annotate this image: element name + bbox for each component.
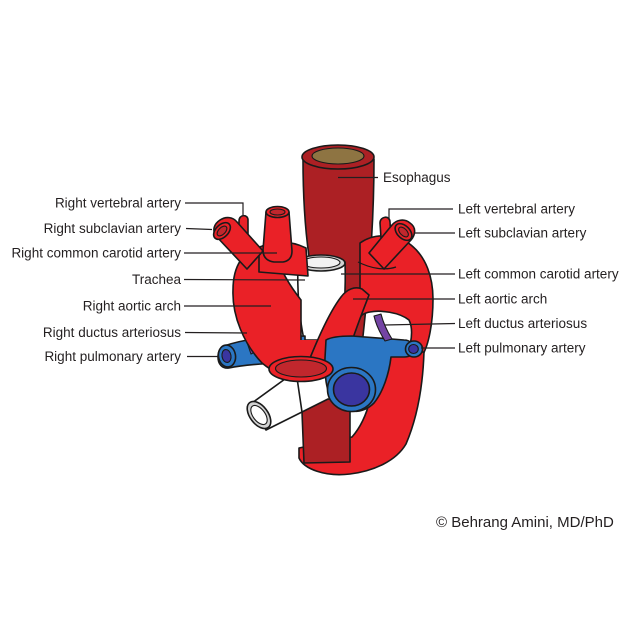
label-text: Left ductus arteriosus <box>458 316 587 331</box>
pulmonary-trunk-lumen <box>332 372 371 407</box>
leader-line <box>183 278 306 281</box>
label-text: Trachea <box>132 272 182 287</box>
label-left-vertebral-artery: Left vertebral artery <box>388 202 575 220</box>
label-left-pulmonary-artery: Left pulmonary artery <box>421 341 586 356</box>
label-text: Right ductus arteriosus <box>43 325 181 340</box>
label-text: Right common carotid artery <box>11 246 181 261</box>
esophagus-lumen <box>311 147 365 165</box>
right-subclavian-artery <box>212 214 264 270</box>
leader-line <box>185 227 213 231</box>
label-text: Right vertebral artery <box>55 196 181 211</box>
left-ductus-arteriosus <box>373 313 393 342</box>
right-pa-lumen <box>221 349 232 363</box>
aortic-root <box>268 355 334 383</box>
label-text: Right subclavian artery <box>44 221 182 236</box>
pulmonary-trunk <box>324 335 424 413</box>
leader-line <box>185 202 244 216</box>
label-trachea: Trachea <box>132 272 306 287</box>
label-text: Esophagus <box>383 170 451 185</box>
left-pa-lumen <box>408 343 419 355</box>
label-text: Left subclavian artery <box>458 226 587 241</box>
label-right-subclavian-artery: Right subclavian artery <box>44 221 213 236</box>
leader-line <box>388 208 453 220</box>
label-right-ductus-arteriosus: Right ductus arteriosus <box>43 325 248 340</box>
label-right-vertebral-artery: Right vertebral artery <box>55 196 244 216</box>
label-esophagus: Esophagus <box>338 170 451 185</box>
label-left-aortic-arch: Left aortic arch <box>353 292 547 307</box>
right-common-carotid-artery <box>262 205 293 263</box>
label-text: Right pulmonary artery <box>44 349 181 364</box>
label-right-pulmonary-artery: Right pulmonary artery <box>44 349 219 364</box>
right-carotid-tube <box>262 211 293 263</box>
right-carotid-lumen <box>269 208 286 216</box>
label-right-aortic-arch: Right aortic arch <box>83 299 271 314</box>
label-text: Left aortic arch <box>458 292 547 307</box>
label-left-subclavian-artery: Left subclavian artery <box>414 226 587 241</box>
left-arch-contour-line <box>357 261 397 270</box>
bronchus-lumen <box>250 404 268 426</box>
left-subclavian-artery <box>368 216 416 270</box>
left-subclavian-lumen <box>398 226 409 238</box>
right-subclavian-lumen <box>216 225 228 237</box>
label-left-ductus-arteriosus: Left ductus arteriosus <box>384 316 587 331</box>
label-text: Right aortic arch <box>83 299 181 314</box>
label-text: Left pulmonary artery <box>458 341 586 356</box>
bronchus-tube <box>246 370 303 431</box>
label-right-common-carotid-artery: Right common carotid artery <box>11 246 277 261</box>
credit-text: © Behrang Amini, MD/PhD <box>436 514 614 531</box>
label-text: Left vertebral artery <box>458 202 575 217</box>
leader-line <box>384 322 456 326</box>
aortic-root-lumen <box>274 359 328 378</box>
leader-line <box>184 331 248 334</box>
label-left-common-carotid-artery: Left common carotid artery <box>341 267 619 282</box>
label-text: Left common carotid artery <box>458 267 619 282</box>
